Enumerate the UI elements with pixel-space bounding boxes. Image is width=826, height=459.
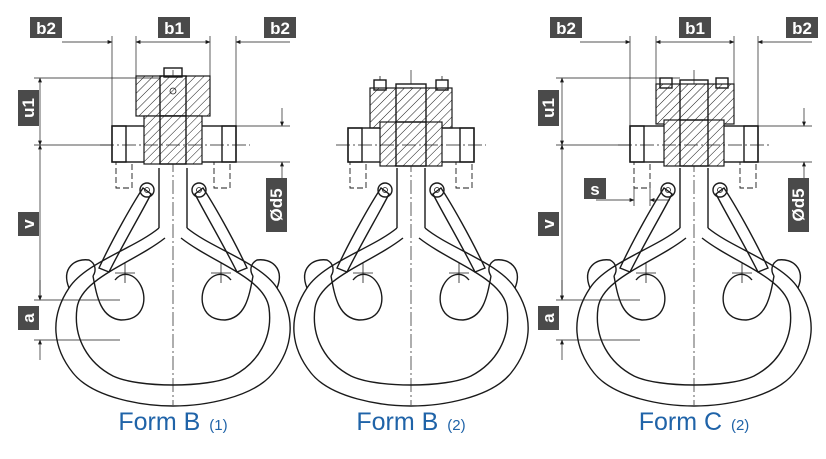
label-b2-right-form-c2: b2 bbox=[786, 17, 818, 38]
caption-title: Form C bbox=[638, 408, 723, 436]
label-b2-left-form-b1: b2 bbox=[30, 17, 62, 38]
label-s-form-c2: s bbox=[584, 178, 606, 199]
svg-text:u1: u1 bbox=[19, 98, 38, 118]
label-u1-form-c2: u1 bbox=[538, 90, 559, 126]
label-a-form-c2: a bbox=[538, 306, 559, 330]
svg-text:Ød5: Ød5 bbox=[789, 188, 808, 221]
label-a-form-b1: a bbox=[18, 306, 39, 330]
svg-text:a: a bbox=[539, 313, 558, 323]
caption-title: Form B bbox=[356, 408, 439, 436]
label-v-form-b1: v bbox=[18, 212, 39, 236]
svg-text:a: a bbox=[19, 313, 38, 323]
svg-text:v: v bbox=[19, 219, 38, 229]
label-u1-form-b1: u1 bbox=[18, 90, 39, 126]
caption-note: (2) bbox=[730, 417, 750, 434]
svg-text:b1: b1 bbox=[685, 19, 705, 38]
svg-text:b1: b1 bbox=[164, 19, 184, 38]
label-b2-left-form-c2: b2 bbox=[550, 17, 582, 38]
svg-text:b2: b2 bbox=[36, 19, 56, 38]
label-d5-form-b1: Ød5 bbox=[266, 178, 287, 232]
svg-text:v: v bbox=[539, 219, 558, 229]
label-b1-form-b1: b1 bbox=[158, 17, 190, 38]
caption-form-c2: Form C (2) bbox=[639, 408, 750, 437]
svg-text:Ød5: Ød5 bbox=[267, 188, 286, 221]
form-b1-drawing bbox=[34, 36, 291, 407]
form-c2-drawing bbox=[556, 36, 812, 407]
caption-note: (1) bbox=[209, 417, 228, 434]
label-d5-form-c2: Ød5 bbox=[788, 178, 809, 232]
label-b2-right-form-b1: b2 bbox=[264, 17, 296, 38]
svg-text:b2: b2 bbox=[270, 19, 290, 38]
form-b2-drawing bbox=[293, 70, 529, 407]
caption-form-b2: Form B (2) bbox=[356, 408, 465, 437]
svg-text:b2: b2 bbox=[792, 19, 812, 38]
svg-text:s: s bbox=[590, 180, 599, 199]
caption-title: Form B bbox=[118, 408, 201, 436]
caption-form-b1: Form B (1) bbox=[118, 408, 227, 437]
caption-note: (2) bbox=[447, 417, 466, 434]
label-v-form-c2: v bbox=[538, 212, 559, 236]
label-b1-form-c2: b1 bbox=[679, 17, 711, 38]
svg-text:u1: u1 bbox=[539, 98, 558, 118]
svg-text:b2: b2 bbox=[556, 19, 576, 38]
